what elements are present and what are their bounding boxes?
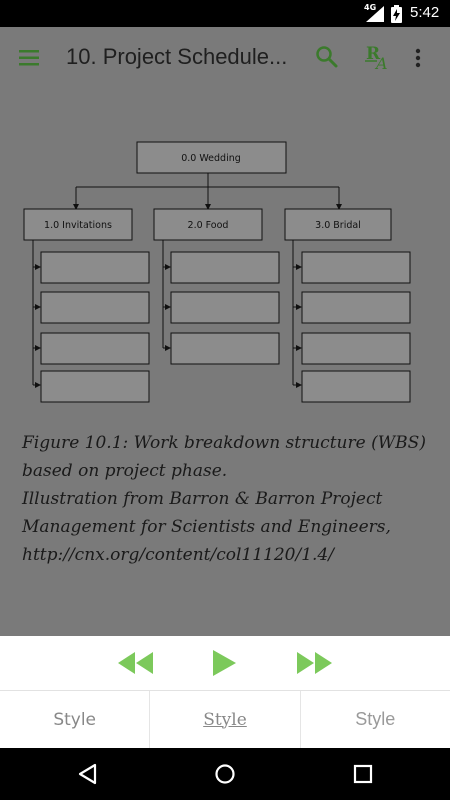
reader-content[interactable]: 0.0 Wedding 1.0 Invitations 2.0 Food 3.0… bbox=[0, 89, 450, 636]
app-toolbar: 10. Project Schedule... R A bbox=[0, 27, 450, 89]
play-icon bbox=[213, 650, 236, 676]
status-bar: 4G 5:42 bbox=[0, 0, 450, 27]
battery-charging-icon bbox=[391, 5, 402, 23]
caption-line: Illustration from Barron & Barron Projec… bbox=[22, 489, 383, 509]
recents-icon bbox=[353, 764, 373, 784]
wbs-branch-label: 1.0 Invitations bbox=[44, 220, 112, 231]
rewind-icon bbox=[118, 652, 153, 674]
caption-line: http://cnx.org/content/col11120/1.4/ bbox=[22, 545, 334, 565]
fast-forward-button[interactable] bbox=[296, 650, 333, 676]
figure-caption: Figure 10.1: Work breakdown structure (W… bbox=[22, 429, 437, 569]
font-size-icon: R A bbox=[365, 44, 388, 73]
caption-line: Figure 10.1: Work breakdown structure (W… bbox=[22, 433, 426, 453]
style-option-sans[interactable]: Style bbox=[53, 709, 97, 730]
menu-icon bbox=[19, 50, 39, 66]
network-type: 4G bbox=[364, 3, 377, 12]
menu-button[interactable] bbox=[14, 44, 44, 72]
recents-button[interactable] bbox=[351, 762, 375, 786]
style-bar: Style Style Style bbox=[0, 691, 450, 748]
more-options-button[interactable] bbox=[410, 44, 426, 72]
signal-icon bbox=[366, 6, 384, 22]
search-button[interactable] bbox=[313, 43, 341, 71]
play-button[interactable] bbox=[211, 650, 237, 676]
style-option-serif[interactable]: Style bbox=[149, 691, 299, 748]
clock: 5:42 bbox=[410, 4, 440, 21]
rewind-button[interactable] bbox=[117, 650, 154, 676]
svg-text:R: R bbox=[366, 44, 381, 64]
page-title: 10. Project Schedule... bbox=[66, 44, 288, 69]
caption-line: Management for Scientists and Engineers, bbox=[22, 517, 391, 537]
wbs-diagram: 0.0 Wedding 1.0 Invitations 2.0 Food 3.0… bbox=[23, 141, 411, 403]
wbs-root-label: 0.0 Wedding bbox=[181, 153, 241, 164]
home-button[interactable] bbox=[213, 762, 237, 786]
wbs-branch-label: 3.0 Bridal bbox=[315, 220, 361, 231]
font-size-button[interactable]: R A bbox=[364, 41, 394, 73]
wbs-branch-label: 2.0 Food bbox=[188, 220, 229, 231]
more-vert-icon bbox=[415, 48, 421, 68]
search-icon bbox=[316, 46, 338, 68]
fast-forward-icon bbox=[297, 652, 332, 674]
system-nav-bar bbox=[0, 748, 450, 800]
svg-text:A: A bbox=[374, 54, 388, 73]
back-button[interactable] bbox=[76, 762, 100, 786]
style-option-light[interactable]: Style bbox=[299, 691, 450, 748]
home-icon bbox=[215, 764, 235, 784]
caption-line: based on project phase. bbox=[22, 461, 228, 481]
audio-player bbox=[0, 636, 450, 691]
back-icon bbox=[78, 763, 97, 785]
